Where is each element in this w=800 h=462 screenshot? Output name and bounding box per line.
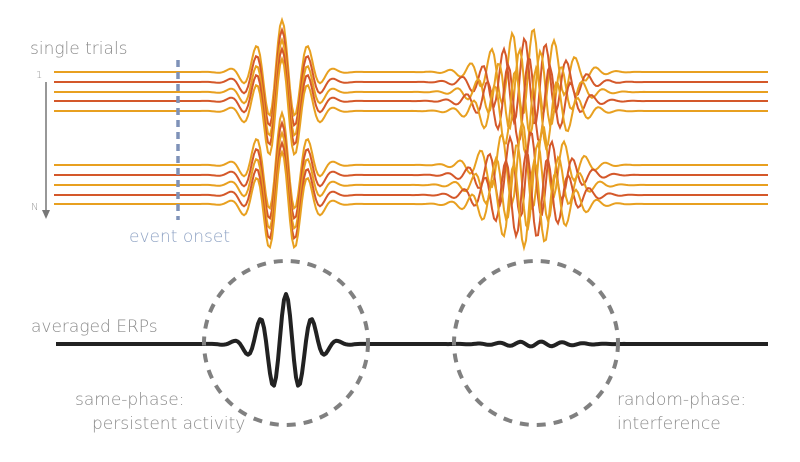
- trial-trace: [54, 26, 768, 128]
- trial-trace: [54, 36, 768, 138]
- trial-trace: [54, 55, 768, 159]
- random-phase-circle: [452, 259, 620, 427]
- trial-trace: [54, 45, 768, 147]
- trial-first-label: 1: [36, 70, 42, 81]
- trial-axis-arrow: [42, 82, 50, 219]
- trial-last-label: N: [31, 202, 38, 213]
- same-phase-label: same-phase:: [75, 390, 184, 410]
- averaged-erps-label: averaged ERPs: [31, 317, 158, 337]
- interference-label: interference: [617, 414, 721, 434]
- same-phase-circle: [202, 259, 370, 427]
- averaged-erp-trace: [56, 292, 768, 388]
- trial-trace: [54, 119, 768, 221]
- trial-trace: [54, 129, 768, 231]
- trial-trace: [54, 16, 768, 118]
- trial-trace: [54, 109, 768, 211]
- random-phase-label: random-phase:: [617, 390, 746, 410]
- trial-trace: [54, 139, 768, 241]
- single-trials-label: single trials: [30, 39, 128, 59]
- event-onset-label: event onset: [129, 227, 230, 247]
- trial-trace: [54, 148, 768, 252]
- single-trial-traces: [54, 16, 768, 252]
- persistent-activity-label: persistent activity: [92, 414, 245, 434]
